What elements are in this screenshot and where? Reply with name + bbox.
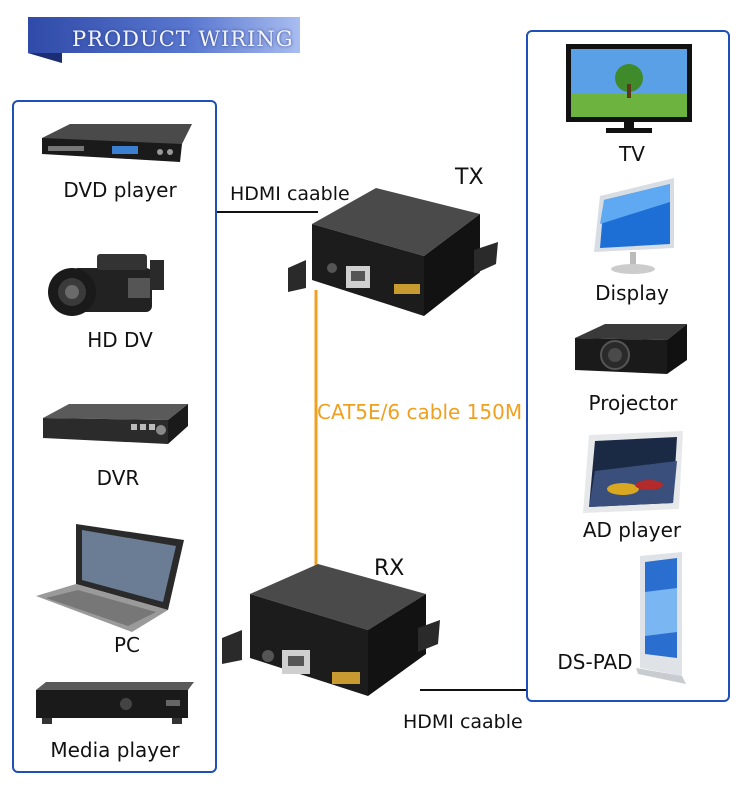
display-label-tv: TV [619, 142, 645, 166]
laptop-icon [36, 524, 184, 632]
dvr-icon [43, 404, 188, 444]
kiosk-icon [636, 552, 686, 684]
source-label-pc: PC [113, 633, 141, 657]
hdmi-in-cable-label: HDMI caable [230, 183, 350, 205]
display-label-projector: Projector [588, 391, 678, 415]
product-wiring-banner: PRODUCT WIRING [28, 17, 300, 63]
rx-title: RX [374, 556, 405, 581]
cat-cable-label: CAT5E/6 cable 150M [317, 400, 523, 424]
tablet-icon [583, 431, 683, 513]
source-label-hddv: HD DV [87, 328, 153, 352]
display-label-display: Display [595, 281, 669, 305]
media-player-icon [36, 682, 194, 724]
display-label-adplayer: AD player [582, 518, 682, 542]
banner-shape [28, 17, 300, 63]
rx-extender-icon [222, 564, 440, 696]
hdmi-out-cable-label: HDMI caable [403, 711, 523, 733]
dvd-player-icon [42, 124, 192, 162]
source-label-media-player: Media player [50, 738, 180, 762]
banner-title: PRODUCT WIRING [72, 27, 294, 51]
tx-title: TX [455, 165, 484, 190]
source-label-dvd: DVD player [63, 178, 177, 202]
source-label-dvr: DVR [96, 466, 140, 490]
monitor-icon [594, 178, 674, 274]
projector-icon [575, 324, 687, 374]
tx-extender-icon [288, 188, 498, 316]
display-label-dspad: DS-PAD [557, 650, 633, 674]
camcorder-icon [48, 254, 164, 316]
tv-icon [566, 44, 692, 133]
